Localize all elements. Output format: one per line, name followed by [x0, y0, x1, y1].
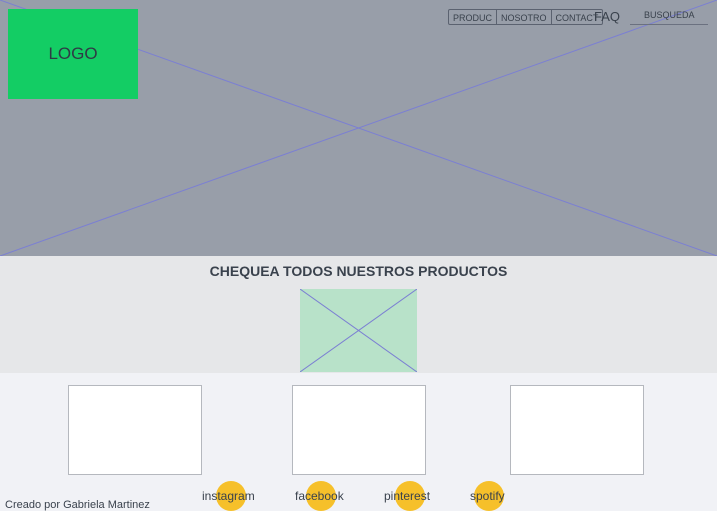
facebook-icon [306, 481, 336, 511]
search-underline [630, 24, 708, 25]
social-link-instagram[interactable]: instagram [202, 481, 262, 511]
footer-credit: Creado por Gabriela Martinez [5, 499, 150, 511]
spotify-icon [474, 481, 504, 511]
logo[interactable]: LOGO [8, 9, 138, 99]
logo-text: LOGO [48, 44, 98, 63]
image-placeholder-icon [300, 289, 417, 372]
social-label: instagram [202, 489, 255, 503]
nav-item-productos[interactable]: PRODUC [449, 10, 498, 24]
nav-item-contacto[interactable]: CONTACT [555, 13, 599, 23]
social-link-facebook[interactable]: facebook [295, 481, 351, 511]
nav-item-faq[interactable]: FAQ [594, 9, 621, 24]
products-heading: CHEQUEA TODOS NUESTROS PRODUCTOS [209, 263, 508, 279]
instagram-icon [216, 481, 246, 511]
social-label: pinterest [384, 489, 431, 503]
social-label: facebook [295, 489, 344, 503]
product-card[interactable] [292, 385, 426, 475]
main-nav: PRODUC NOSOTRO CONTACT [448, 9, 604, 25]
product-image-placeholder[interactable] [300, 289, 417, 372]
nav-item-nosotros[interactable]: NOSOTRO [497, 10, 552, 24]
pinterest-icon [395, 481, 425, 511]
product-card[interactable] [510, 385, 644, 475]
social-link-pinterest[interactable]: pinterest [384, 481, 440, 511]
product-card[interactable] [68, 385, 202, 475]
social-link-spotify[interactable]: spotify [470, 481, 514, 511]
social-label: spotify [470, 489, 505, 503]
search-input[interactable]: BUSQUEDA [644, 10, 695, 20]
